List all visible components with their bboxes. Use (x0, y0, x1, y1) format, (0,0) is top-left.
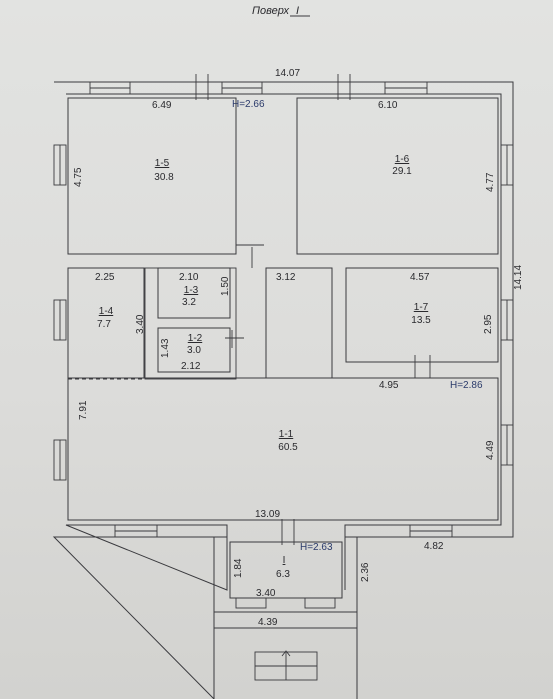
dim-3-40-v: 3.40 (135, 314, 146, 334)
dim-13-09: 13.09 (255, 509, 280, 520)
room-name-1-1: 1-1 (279, 429, 294, 440)
dim-3-12: 3.12 (276, 272, 296, 283)
corridor-partition (265, 267, 333, 379)
dim-6-49: 6.49 (152, 100, 172, 111)
room-area-1-4: 7.7 (97, 319, 111, 330)
room-name-1-2: 1-2 (188, 333, 203, 344)
dim-1-84: 1.84 (233, 558, 244, 578)
dim-4-75: 4.75 (73, 167, 84, 187)
dim-7-91: 7.91 (78, 400, 89, 420)
room-name-1-4: 1-4 (99, 306, 114, 317)
height-top: H=2.66 (232, 99, 265, 110)
dim-1-50: 1.50 (220, 276, 231, 296)
room-area-1-7: 13.5 (411, 315, 431, 326)
overall-width-label: 14.07 (275, 68, 300, 79)
room-name-porch: I (283, 555, 286, 566)
dim-4-95: 4.95 (379, 380, 399, 391)
dim-4-39: 4.39 (258, 617, 278, 628)
overall-depth-label: 14.14 (513, 265, 524, 290)
room-area-1-2: 3.0 (187, 345, 201, 356)
room-1-1-outline (67, 377, 499, 521)
dim-2-95: 2.95 (483, 314, 494, 334)
top-windows (89, 74, 428, 100)
dim-2-12: 2.12 (181, 361, 201, 372)
exterior-walls (52, 81, 514, 699)
height-right: H=2.86 (450, 380, 483, 391)
room-area-1-3: 3.2 (182, 297, 196, 308)
height-porch: H=2.63 (300, 542, 333, 553)
dim-2-10: 2.10 (179, 272, 199, 283)
dim-2-36: 2.36 (360, 562, 371, 582)
room-1-5-outline (67, 97, 237, 255)
floor-title-prefix: Поверх (252, 5, 289, 17)
room-name-1-7: 1-7 (414, 302, 429, 313)
dim-6-10: 6.10 (378, 100, 398, 111)
dim-3-40-h: 3.40 (256, 588, 276, 599)
dim-4-57: 4.57 (410, 272, 430, 283)
bath-block-outline (144, 267, 237, 380)
side-windows (53, 144, 514, 481)
room-name-1-5: 1-5 (155, 158, 170, 169)
room-1-2-outline (157, 327, 231, 373)
room-area-1-5: 30.8 (154, 172, 174, 183)
room-name-1-6: 1-6 (395, 154, 410, 165)
dim-4-82: 4.82 (424, 541, 444, 552)
porch-area (214, 541, 357, 681)
dim-4-77: 4.77 (485, 172, 496, 192)
room-1-6-outline (296, 97, 499, 255)
room-area-1-1: 60.5 (278, 442, 298, 453)
room-1-7-outline (345, 267, 499, 363)
floor-title-value: I (296, 5, 299, 17)
room-name-1-3: 1-3 (184, 285, 199, 296)
dim-2-25: 2.25 (95, 272, 115, 283)
dim-4-49: 4.49 (485, 440, 496, 460)
room-area-1-6: 29.1 (392, 166, 412, 177)
dim-1-43: 1.43 (160, 338, 171, 358)
bottom-windows (114, 519, 453, 545)
room-area-porch: 6.3 (276, 569, 290, 580)
